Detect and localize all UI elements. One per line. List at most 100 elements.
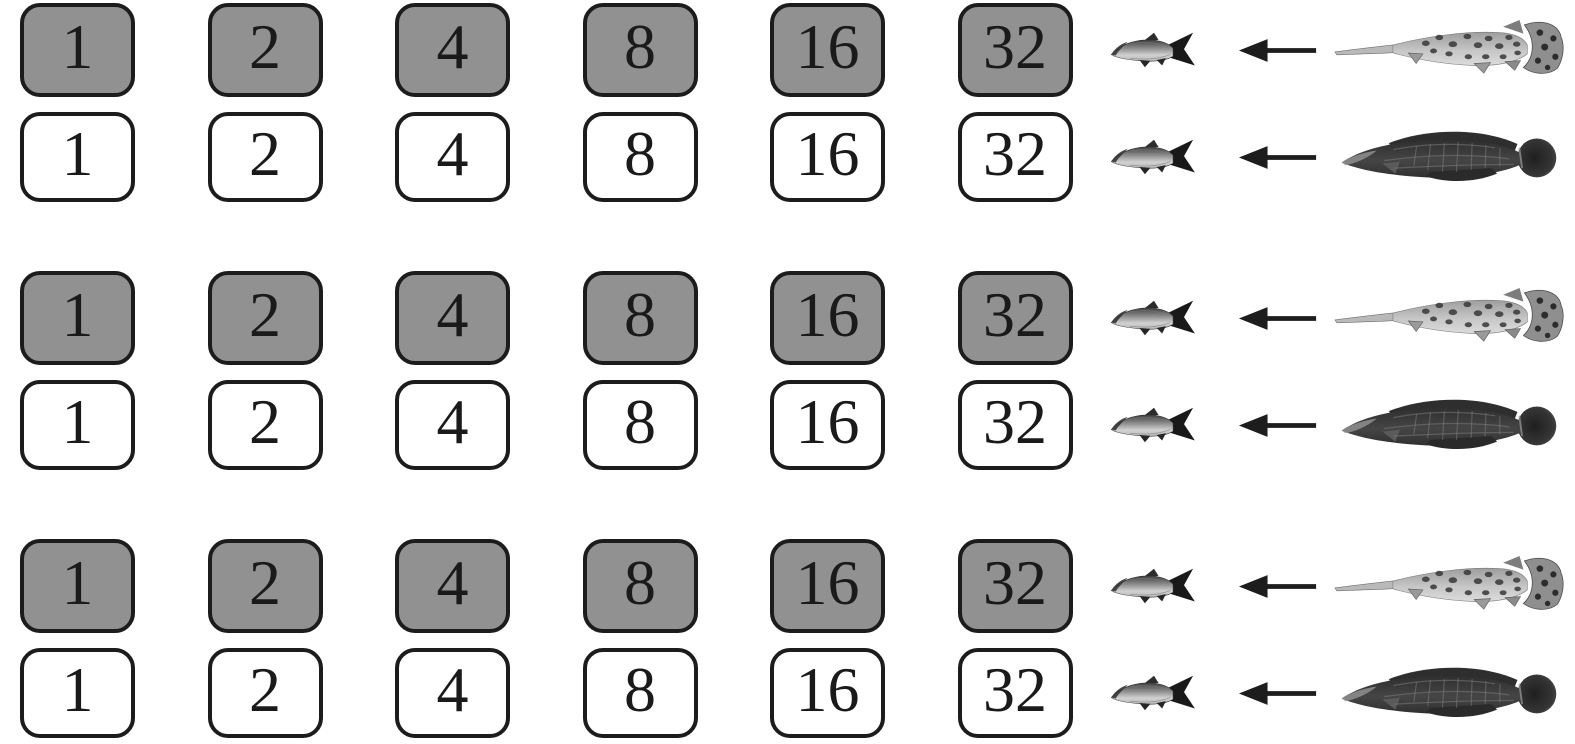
stimulus-count-label: 32 xyxy=(983,654,1047,725)
shaded-stimulus-box: 32 xyxy=(957,539,1073,633)
stimulus-row: 1 2 4 8 16 32 xyxy=(0,112,1575,202)
stimulus-count-label: 1 xyxy=(61,279,94,350)
shaded-stimulus-box: 16 xyxy=(770,271,885,365)
shaded-stimulus-box: 8 xyxy=(582,539,698,633)
stimulus-boxes: 1 2 4 8 16 32 xyxy=(20,380,1073,470)
gar-fish-icon xyxy=(1333,549,1565,623)
shaded-stimulus-box: 2 xyxy=(207,271,323,365)
unshaded-stimulus-box: 16 xyxy=(770,648,885,738)
stimulus-count-label: 8 xyxy=(624,279,656,350)
left-arrow-icon xyxy=(1238,306,1318,331)
unshaded-stimulus-box: 32 xyxy=(957,112,1073,202)
stimulus-count-label: 16 xyxy=(795,11,860,82)
snakehead-fish-icon xyxy=(1333,656,1565,730)
stimulus-boxes: 1 2 4 8 16 32 xyxy=(20,3,1073,97)
stimulus-count-label: 4 xyxy=(436,118,469,189)
unshaded-stimulus-box: 1 xyxy=(20,112,135,202)
shaded-stimulus-box: 4 xyxy=(395,3,510,97)
stimulus-count-label: 1 xyxy=(61,386,94,457)
snakehead-fish-icon xyxy=(1333,120,1565,194)
unshaded-stimulus-box: 4 xyxy=(395,380,510,470)
unshaded-stimulus-box: 32 xyxy=(957,648,1073,738)
stimulus-count-label: 16 xyxy=(795,386,860,457)
stimulus-boxes: 1 2 4 8 16 32 xyxy=(20,271,1073,365)
shaded-stimulus-box: 8 xyxy=(582,271,698,365)
stimulus-count-label: 32 xyxy=(983,547,1047,618)
stimulus-count-label: 2 xyxy=(249,118,281,189)
stimulus-count-label: 32 xyxy=(983,279,1047,350)
unshaded-stimulus-box: 8 xyxy=(582,648,698,738)
stimulus-count-label: 2 xyxy=(249,11,281,82)
stimulus-count-label: 4 xyxy=(436,547,469,618)
small-fish-icon xyxy=(1108,137,1200,177)
stimulus-row: 1 2 4 8 16 32 xyxy=(0,539,1575,633)
gar-fish-icon xyxy=(1333,13,1565,87)
stimulus-boxes: 1 2 4 8 16 32 xyxy=(20,648,1073,738)
stimulus-count-label: 8 xyxy=(624,11,656,82)
stimulus-count-label: 2 xyxy=(249,654,281,725)
stimulus-count-label: 2 xyxy=(249,279,281,350)
stimulus-count-label: 4 xyxy=(436,279,469,350)
stimulus-count-label: 8 xyxy=(624,654,656,725)
shaded-stimulus-box: 1 xyxy=(20,271,135,365)
small-fish-icon xyxy=(1108,30,1200,70)
stimulus-count-label: 32 xyxy=(983,11,1047,82)
stimulus-boxes: 1 2 4 8 16 32 xyxy=(20,112,1073,202)
unshaded-stimulus-box: 4 xyxy=(395,112,510,202)
left-arrow-icon xyxy=(1238,574,1318,599)
stimulus-count-label: 4 xyxy=(436,11,469,82)
unshaded-stimulus-box: 2 xyxy=(207,112,323,202)
unshaded-stimulus-box: 1 xyxy=(20,648,135,738)
left-arrow-icon xyxy=(1238,681,1318,706)
stimulus-boxes: 1 2 4 8 16 32 xyxy=(20,539,1073,633)
stimulus-count-label: 8 xyxy=(624,386,656,457)
stimulus-count-label: 8 xyxy=(624,547,656,618)
stimulus-row: 1 2 4 8 16 32 xyxy=(0,380,1575,470)
stimulus-count-label: 1 xyxy=(61,547,94,618)
stimulus-count-label: 1 xyxy=(61,118,94,189)
left-arrow-icon xyxy=(1238,413,1318,438)
shaded-stimulus-box: 2 xyxy=(207,3,323,97)
left-arrow-icon xyxy=(1238,38,1318,63)
shaded-stimulus-box: 1 xyxy=(20,3,135,97)
shaded-stimulus-box: 16 xyxy=(770,539,885,633)
stimulus-row: 1 2 4 8 16 32 xyxy=(0,3,1575,97)
stimulus-count-label: 2 xyxy=(249,386,281,457)
small-fish-icon xyxy=(1108,405,1200,445)
stimulus-count-label: 16 xyxy=(795,547,860,618)
shaded-stimulus-box: 32 xyxy=(957,271,1073,365)
unshaded-stimulus-box: 32 xyxy=(957,380,1073,470)
shaded-stimulus-box: 1 xyxy=(20,539,135,633)
stimulus-count-label: 8 xyxy=(624,118,656,189)
stimulus-count-label: 32 xyxy=(983,118,1047,189)
unshaded-stimulus-box: 16 xyxy=(770,112,885,202)
unshaded-stimulus-box: 8 xyxy=(582,380,698,470)
unshaded-stimulus-box: 2 xyxy=(207,380,323,470)
small-fish-icon xyxy=(1108,298,1200,338)
shaded-stimulus-box: 32 xyxy=(957,3,1073,97)
snakehead-fish-icon xyxy=(1333,388,1565,462)
small-fish-icon xyxy=(1108,673,1200,713)
gar-fish-icon xyxy=(1333,281,1565,355)
stimulus-count-label: 16 xyxy=(795,279,860,350)
unshaded-stimulus-box: 1 xyxy=(20,380,135,470)
stimulus-count-label: 16 xyxy=(795,654,860,725)
shaded-stimulus-box: 8 xyxy=(582,3,698,97)
stimulus-count-label: 4 xyxy=(436,654,469,725)
small-fish-icon xyxy=(1108,566,1200,606)
unshaded-stimulus-box: 16 xyxy=(770,380,885,470)
shaded-stimulus-box: 4 xyxy=(395,539,510,633)
unshaded-stimulus-box: 4 xyxy=(395,648,510,738)
stimulus-count-label: 2 xyxy=(249,547,281,618)
stimulus-count-label: 1 xyxy=(61,11,94,82)
stimulus-count-label: 32 xyxy=(983,386,1047,457)
shaded-stimulus-box: 16 xyxy=(770,3,885,97)
unshaded-stimulus-box: 8 xyxy=(582,112,698,202)
left-arrow-icon xyxy=(1238,145,1318,170)
shaded-stimulus-box: 2 xyxy=(207,539,323,633)
stimulus-row: 1 2 4 8 16 32 xyxy=(0,648,1575,738)
stimulus-count-label: 1 xyxy=(61,654,94,725)
unshaded-stimulus-box: 2 xyxy=(207,648,323,738)
stimulus-row: 1 2 4 8 16 32 xyxy=(0,271,1575,365)
